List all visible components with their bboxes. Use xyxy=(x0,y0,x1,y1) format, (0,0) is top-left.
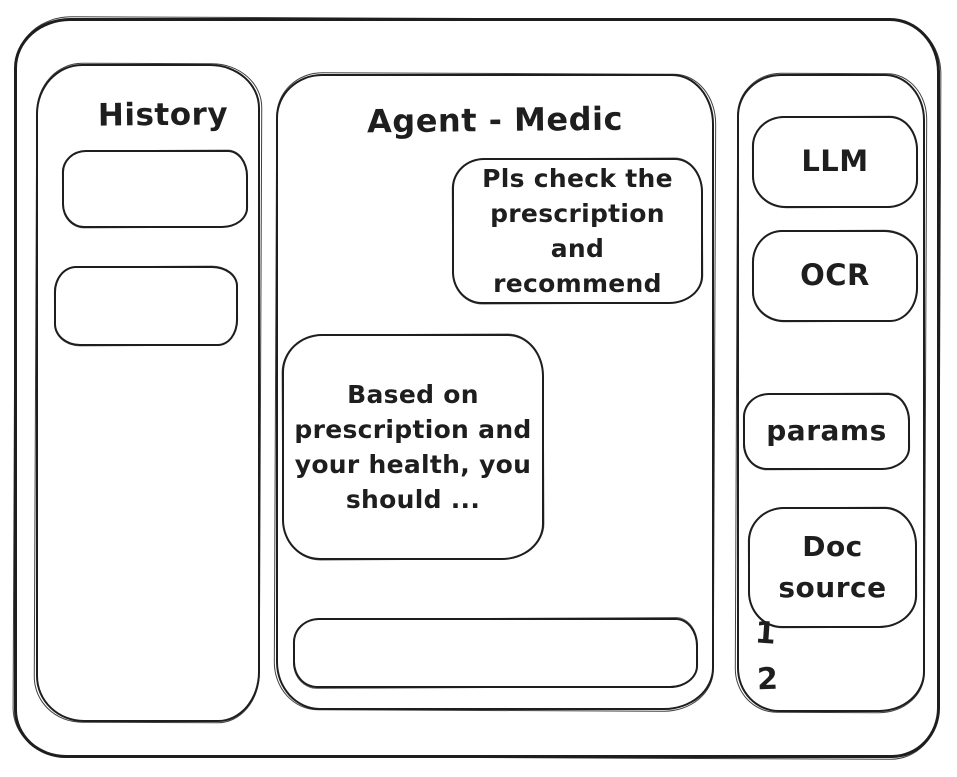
params-button-label: params xyxy=(766,414,887,448)
tools-sidebar xyxy=(737,74,925,712)
agent-message-bubble: Based on prescription and your health, y… xyxy=(282,334,544,560)
message-input[interactable] xyxy=(295,620,696,686)
llm-button-label: LLM xyxy=(801,144,869,179)
history-sidebar xyxy=(36,64,260,722)
ocr-button-label: OCR xyxy=(800,258,870,293)
history-item[interactable] xyxy=(54,266,238,346)
user-message-text: Pls check the prescription and recommend xyxy=(482,164,673,298)
user-message-bubble: Pls check the prescription and recommend xyxy=(452,158,703,304)
ocr-button[interactable]: OCR xyxy=(752,230,918,322)
doc-source-button-label: Doc source xyxy=(778,529,887,604)
page-title: Agent - Medic xyxy=(366,99,624,141)
doc-source-item-1[interactable]: 1 xyxy=(753,615,778,652)
message-input-bar[interactable] xyxy=(293,618,698,688)
history-item[interactable] xyxy=(62,150,248,228)
params-button[interactable]: params xyxy=(743,393,910,470)
llm-button[interactable]: LLM xyxy=(752,116,918,208)
app-window xyxy=(14,18,940,758)
doc-source-button[interactable]: Doc source xyxy=(748,507,917,628)
doc-source-item-2[interactable]: 2 xyxy=(756,661,779,698)
chat-panel xyxy=(276,74,714,710)
history-title: History xyxy=(97,96,229,134)
agent-message-text: Based on prescription and your health, y… xyxy=(294,380,532,514)
